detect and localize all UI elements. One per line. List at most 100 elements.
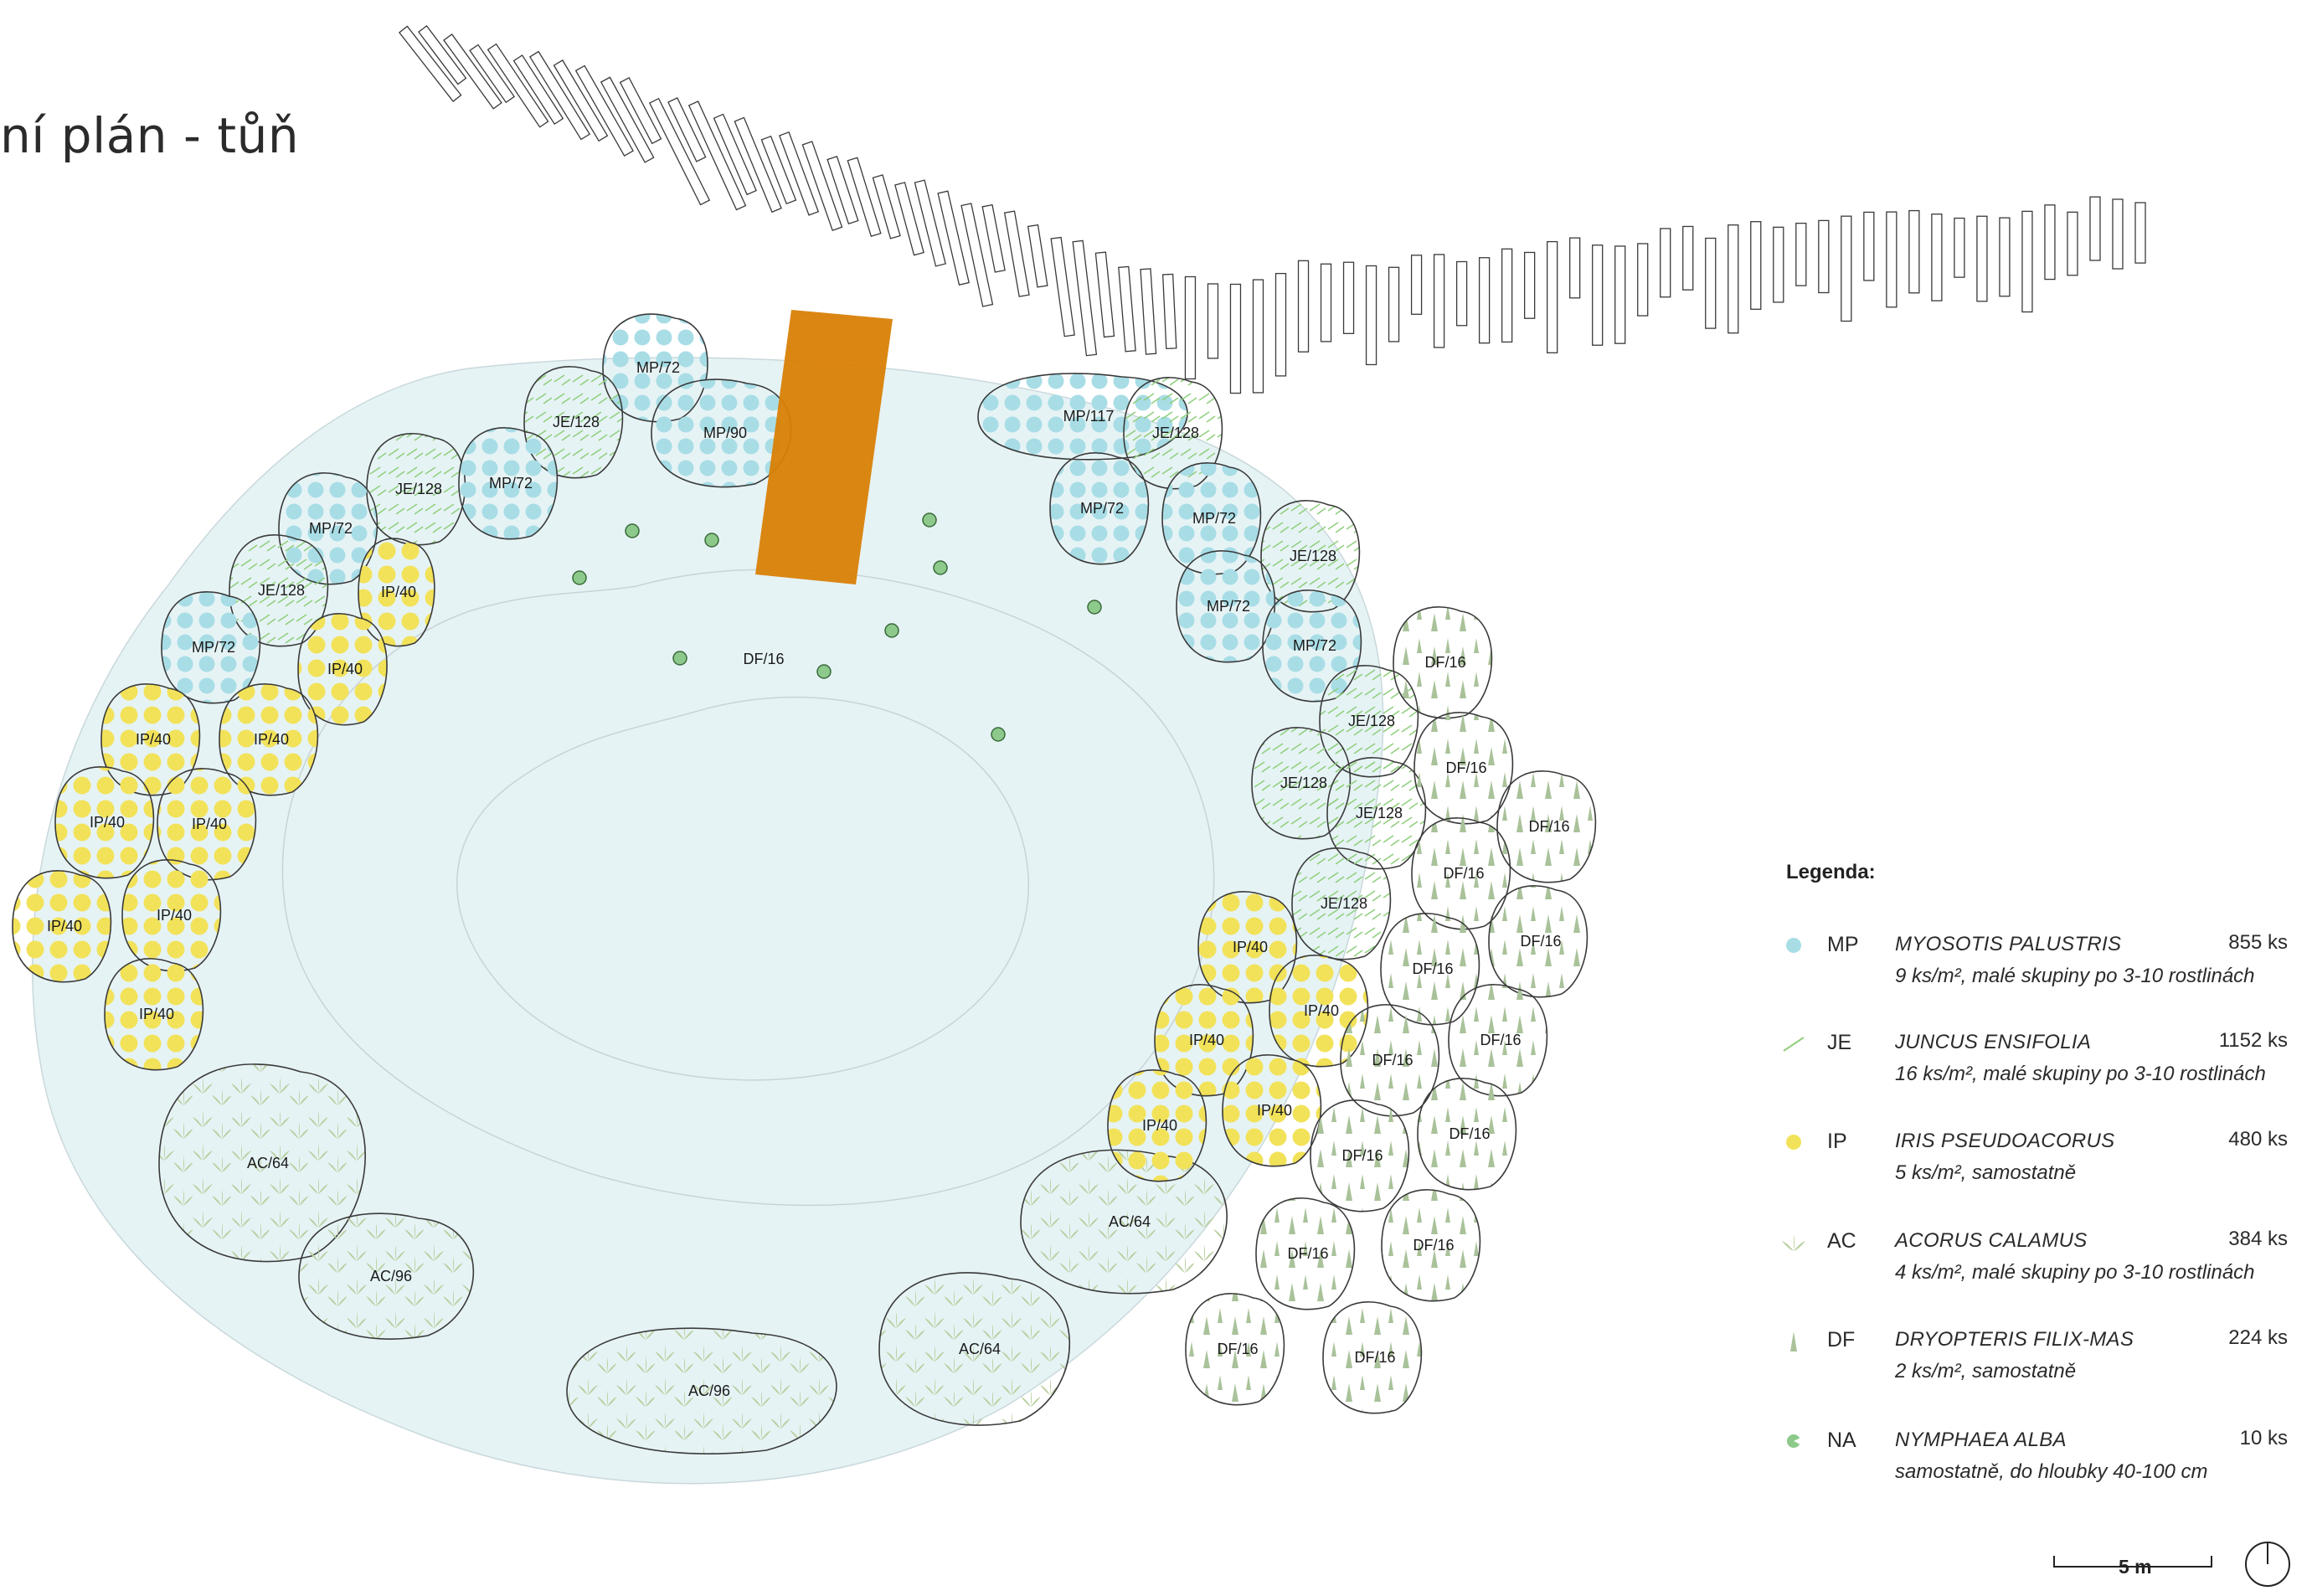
legend-count: 480 ks [2228,1128,2288,1151]
legend-count: 384 ks [2228,1228,2288,1250]
trunk-strip [1773,226,1784,303]
trunk-strip [528,50,591,141]
trunk-strip [1660,228,1671,298]
zone-outline [1262,589,1362,703]
legend-code: DF [1827,1328,1856,1351]
planting-zone-mp: MP/72 [1049,452,1150,565]
trunk-strip [1003,210,1030,297]
trunk-strip [1954,217,1965,278]
planting-zone-df: DF/16 [1322,1301,1423,1414]
planting-zone-ac: AC/64 [878,1272,1071,1426]
trunk-strip [1207,283,1219,359]
zone-label: DF/16 [1445,759,1486,776]
trunk-strip [1592,245,1604,346]
legend-code: NA [1827,1429,1856,1452]
trunk-strip [667,97,707,162]
trunk-strip [1140,268,1157,355]
zone-label: IP/40 [157,907,192,924]
north-arrow-icon [2245,1542,2290,1587]
planting-zone-df: DF/16 [1380,913,1480,1026]
planting-zone-ip: IP/40 [1107,1069,1207,1182]
zone-label: DF/16 [1443,865,1484,882]
zone-label: IP/40 [1304,1002,1339,1019]
trunk-strip [2044,204,2056,281]
trunk-strip [760,135,797,205]
legend-na-icon [1780,1430,1807,1452]
trunk-strip [512,54,564,125]
zone-label: MP/117 [1063,408,1115,425]
scale-label: 5 m [2119,1556,2152,1578]
zone-label: IP/40 [1142,1117,1177,1134]
zone-label: DF/16 [1424,654,1465,671]
trunk-strip [1886,211,1897,308]
zone-outline [54,766,155,879]
trunk-strip [418,25,467,85]
trunk-strip [1184,275,1197,380]
zone-outline [1255,1197,1356,1310]
zone-label: IP/40 [139,1006,174,1022]
planting-zone-je: JE/128 [1319,665,1419,778]
trunk-strip [574,64,634,157]
zone-label: DF/16 [1217,1341,1258,1357]
legend-count: 224 ks [2228,1326,2288,1349]
legend-code: AC [1827,1229,1856,1253]
trunk-strip [847,157,882,238]
nymphaea-point [672,651,687,666]
zone-label: DF/16 [1412,960,1453,977]
plan-title: ní plán - tůň [0,107,300,164]
zone-label: AC/64 [1109,1213,1151,1230]
nymphaea-point [884,623,899,638]
planting-zone-df: DF/16 [1381,1189,1481,1302]
planting-zone-ip: IP/40 [157,768,257,881]
trunk-strip [1297,260,1310,353]
trunk-strip [1728,224,1739,334]
planting-zone-df: DF/16 [1411,817,1511,930]
zone-label: MP/90 [703,425,747,441]
zone-outline [1413,712,1514,825]
zone-outline [298,1212,475,1340]
planting-zone-ip: IP/40 [1222,1054,1322,1167]
zone-label: JE/128 [1356,805,1403,821]
trunk-strip [1320,263,1332,342]
nymphaea-point [933,560,948,575]
planting-zone-ip: IP/40 [104,958,204,1071]
zone-label: IP/40 [254,731,289,748]
planting-zone-df: DF/16 [1413,712,1514,825]
legend-description: 9 ks/m², malé skupiny po 3-10 rostlinách [1895,965,2255,987]
trunk-strip [1342,261,1355,334]
zone-label: DF/16 [1413,1237,1454,1254]
trunk-strip [1976,215,1988,302]
planting-zone-mp: MP/72 [1262,589,1362,703]
zone-label: DF/16 [1287,1245,1328,1262]
trunk-strip [914,179,946,267]
zone-outline [1176,550,1276,663]
legend-species: ACORUS CALAMUS [1895,1229,2088,1252]
trunk-strip [687,100,747,211]
trunk-strip [826,155,859,225]
planting-zone-ip: IP/40 [219,683,319,796]
zone-outline [1049,452,1150,565]
trunk-strip [1569,237,1581,299]
zone-label: DF/16 [1341,1147,1383,1164]
zone-label: IP/40 [136,731,171,748]
trunk-strip [713,113,757,196]
zone-label: MP/72 [489,475,533,492]
planting-zone-df: DF/16 [743,651,784,667]
trunk-strip [2112,198,2124,270]
legend-count: 855 ks [2228,931,2288,954]
zone-outline [1381,1189,1481,1302]
trunk-strip [1841,215,1852,322]
zone-label: DF/16 [1528,818,1569,835]
legend-description: 5 ks/m², samostatně [1895,1161,2077,1184]
planting-zone-mp: MP/72 [161,591,261,704]
planting-zone-je: JE/128 [1326,757,1427,870]
legend-code: MP [1827,933,1859,956]
trunk-strip [1161,273,1177,350]
planting-zone-ip: IP/40 [12,870,112,983]
trunk-strip [1229,283,1242,394]
planting-zone-mp: MP/72 [1176,550,1276,663]
zone-outline [1123,377,1223,490]
zone-label: JE/128 [1152,425,1199,441]
